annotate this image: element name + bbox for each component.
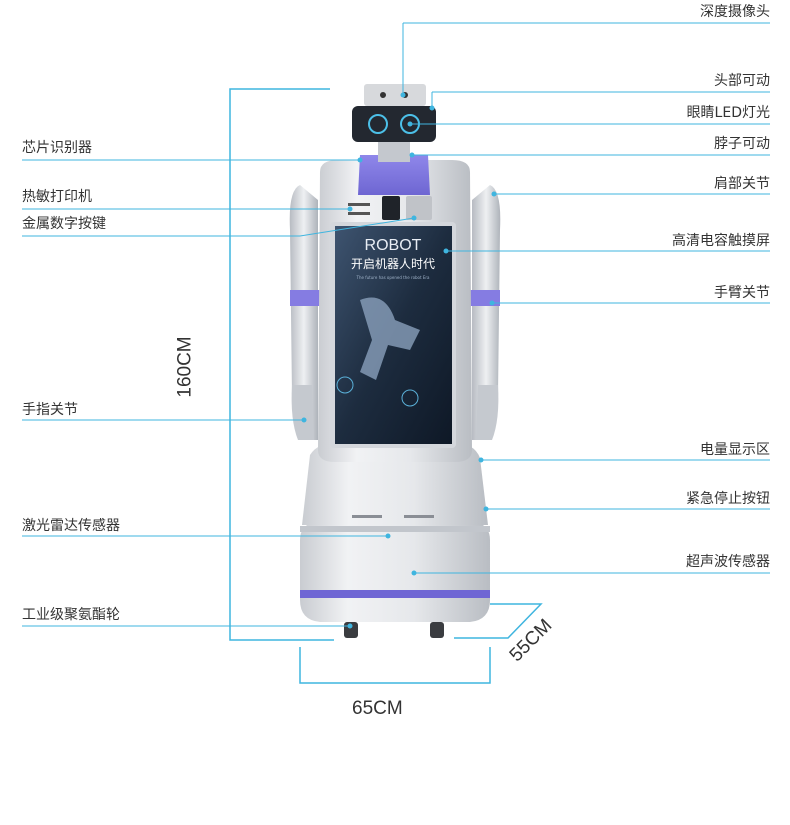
- label-shoulder-joint: 肩部关节: [714, 176, 770, 192]
- depth-camera: [364, 84, 426, 106]
- label-lidar-sensor: 激光雷达传感器: [22, 518, 120, 534]
- chip-reader: [382, 196, 400, 220]
- metal-keypad: [406, 196, 432, 220]
- label-finger-joint: 手指关节: [22, 402, 78, 418]
- robot-head: [352, 106, 436, 142]
- screen-tagline: The future has opened the robot Era: [356, 275, 430, 280]
- dimension-height: 160CM: [174, 336, 196, 398]
- eye-led-icon: [368, 114, 388, 134]
- label-pu-wheel: 工业级聚氨酯轮: [22, 607, 120, 623]
- robot-illustration: ROBOT 开启机器人时代 The future has opened the …: [289, 84, 501, 638]
- label-neck-movable: 脖子可动: [714, 136, 770, 152]
- right-arm-joint: [470, 290, 500, 306]
- label-head-movable: 头部可动: [714, 73, 770, 89]
- robot-base: [300, 522, 490, 622]
- screen-subtitle: 开启机器人时代: [351, 257, 435, 271]
- dimension-width: 65CM: [352, 698, 403, 719]
- label-emergency-stop: 紧急停止按钮: [686, 491, 770, 507]
- label-ultrasonic-sensor: 超声波传感器: [686, 554, 770, 570]
- screen-figure: [360, 297, 420, 380]
- base-light-strip: [300, 590, 490, 598]
- label-touch-screen: 高清电容触摸屏: [672, 233, 770, 249]
- label-eye-led: 眼睛LED灯光: [686, 105, 770, 121]
- left-arm-joint: [290, 290, 320, 306]
- label-depth-camera: 深度摄像头: [700, 4, 770, 20]
- screen-title: ROBOT: [365, 237, 422, 254]
- robot-neck: [358, 155, 430, 195]
- dimension-lines: [229, 88, 543, 684]
- label-thermal-printer: 热敏打印机: [22, 189, 92, 205]
- height-dimension-line: [229, 88, 334, 641]
- left-hand: [291, 385, 314, 440]
- label-arm-joint: 手臂关节: [714, 285, 770, 301]
- leader-dots-right: [400, 92, 497, 576]
- label-chip-reader: 芯片识别器: [22, 140, 92, 156]
- leader-lines-left: [22, 159, 415, 627]
- left-arm: [289, 185, 318, 440]
- label-battery-display: 电量显示区: [700, 442, 770, 458]
- label-metal-keypad: 金属数字按键: [22, 216, 106, 232]
- leader-lines-right: [402, 22, 770, 574]
- wheel-icon: [430, 622, 444, 638]
- robot-lower-torso: [302, 442, 488, 525]
- depth-dimension-line: [454, 603, 543, 639]
- leader-dots-left: [301, 157, 417, 629]
- right-hand: [476, 385, 499, 440]
- right-arm: [472, 185, 501, 440]
- width-dimension-line: [299, 647, 491, 684]
